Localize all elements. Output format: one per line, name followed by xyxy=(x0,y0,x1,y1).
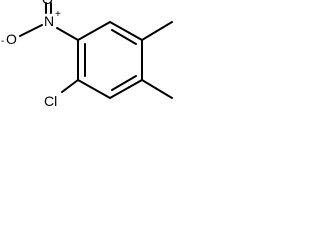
n-o-single-bond xyxy=(19,24,43,37)
chlorine-atom-label: Cl xyxy=(44,93,57,109)
ring-inner-double-bond-1 xyxy=(111,29,137,45)
chemical-structure: N + O O - Cl xyxy=(1,0,173,109)
methyl-bond-lower xyxy=(141,79,173,99)
ring-bond-top-left xyxy=(77,21,111,41)
benzene-ring xyxy=(77,21,143,99)
oxygen-charge: - xyxy=(1,36,4,47)
methyl-bond-upper xyxy=(141,21,173,41)
oxygen-double-atom-label: O xyxy=(42,0,53,7)
nitrogen-atom-label: N xyxy=(44,13,54,29)
carbon-nitrogen-bond xyxy=(56,27,79,41)
ring-bond-top-right xyxy=(109,21,143,41)
nitro-group: N + O O - xyxy=(1,0,61,47)
carbon-chlorine-bond xyxy=(61,79,79,93)
ring-bond-bottom-right xyxy=(109,79,143,99)
ring-bond-bottom-left xyxy=(77,79,111,99)
nitrogen-charge: + xyxy=(55,9,61,20)
ring-inner-double-bond-2 xyxy=(111,75,137,91)
oxygen-single-atom-label: O xyxy=(6,31,17,47)
